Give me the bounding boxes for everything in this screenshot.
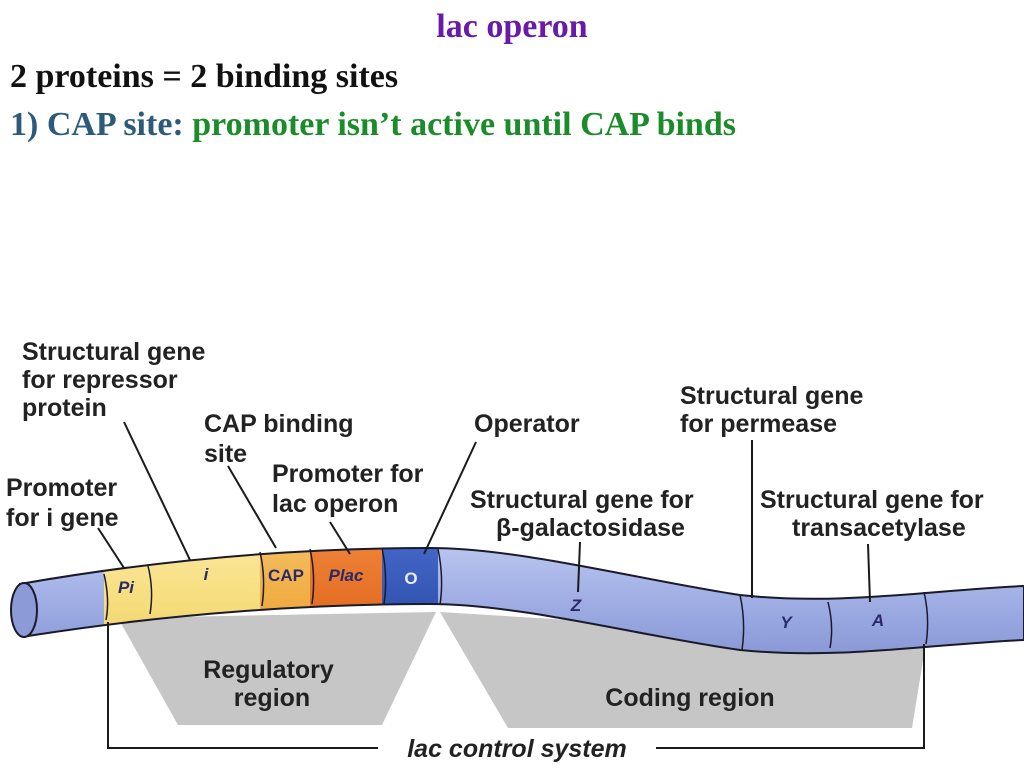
subtitle-line: 2 proteins = 2 binding sites [10, 58, 399, 95]
segment-o: O [404, 569, 417, 588]
segment-pi: Pi [118, 578, 135, 597]
segment-i: i [204, 565, 210, 584]
regulatory-region-label: Regulatory region [203, 656, 341, 712]
segment-cap: CAP [268, 566, 304, 585]
label-transacetylase: Structural gene for transacetylase [760, 486, 991, 542]
slide-title: lac operon [436, 8, 588, 45]
label-permease: Structural gene for permease [680, 382, 870, 438]
control-system-label: lac control system [407, 735, 627, 763]
cap-site-description: promoter isn’t active until CAP binds [192, 106, 736, 143]
label-promoter-i: Promoter for i gene [6, 474, 124, 532]
segment-y: Y [780, 613, 793, 632]
label-operator: Operator [474, 410, 580, 438]
label-cap-binding-site: CAP binding site [204, 410, 360, 468]
segment-a: A [871, 611, 884, 630]
label-repressor-gene: Structural gene for repressor protein [22, 338, 212, 422]
cap-site-prefix: 1) CAP site: [10, 106, 193, 143]
regulatory-region-shape [118, 612, 436, 725]
label-promoter-lac: Promoter for lac operon [272, 460, 430, 518]
cap-site-line: 1) CAP site: promoter isn’t active until… [10, 106, 736, 144]
coding-region-label: Coding region [605, 684, 774, 712]
segment-plac: Plac [329, 566, 365, 585]
control-system-bracket [107, 622, 925, 749]
segment-z: Z [570, 596, 582, 615]
label-beta-galactosidase: Structural gene for β-galactosidase [470, 486, 701, 542]
